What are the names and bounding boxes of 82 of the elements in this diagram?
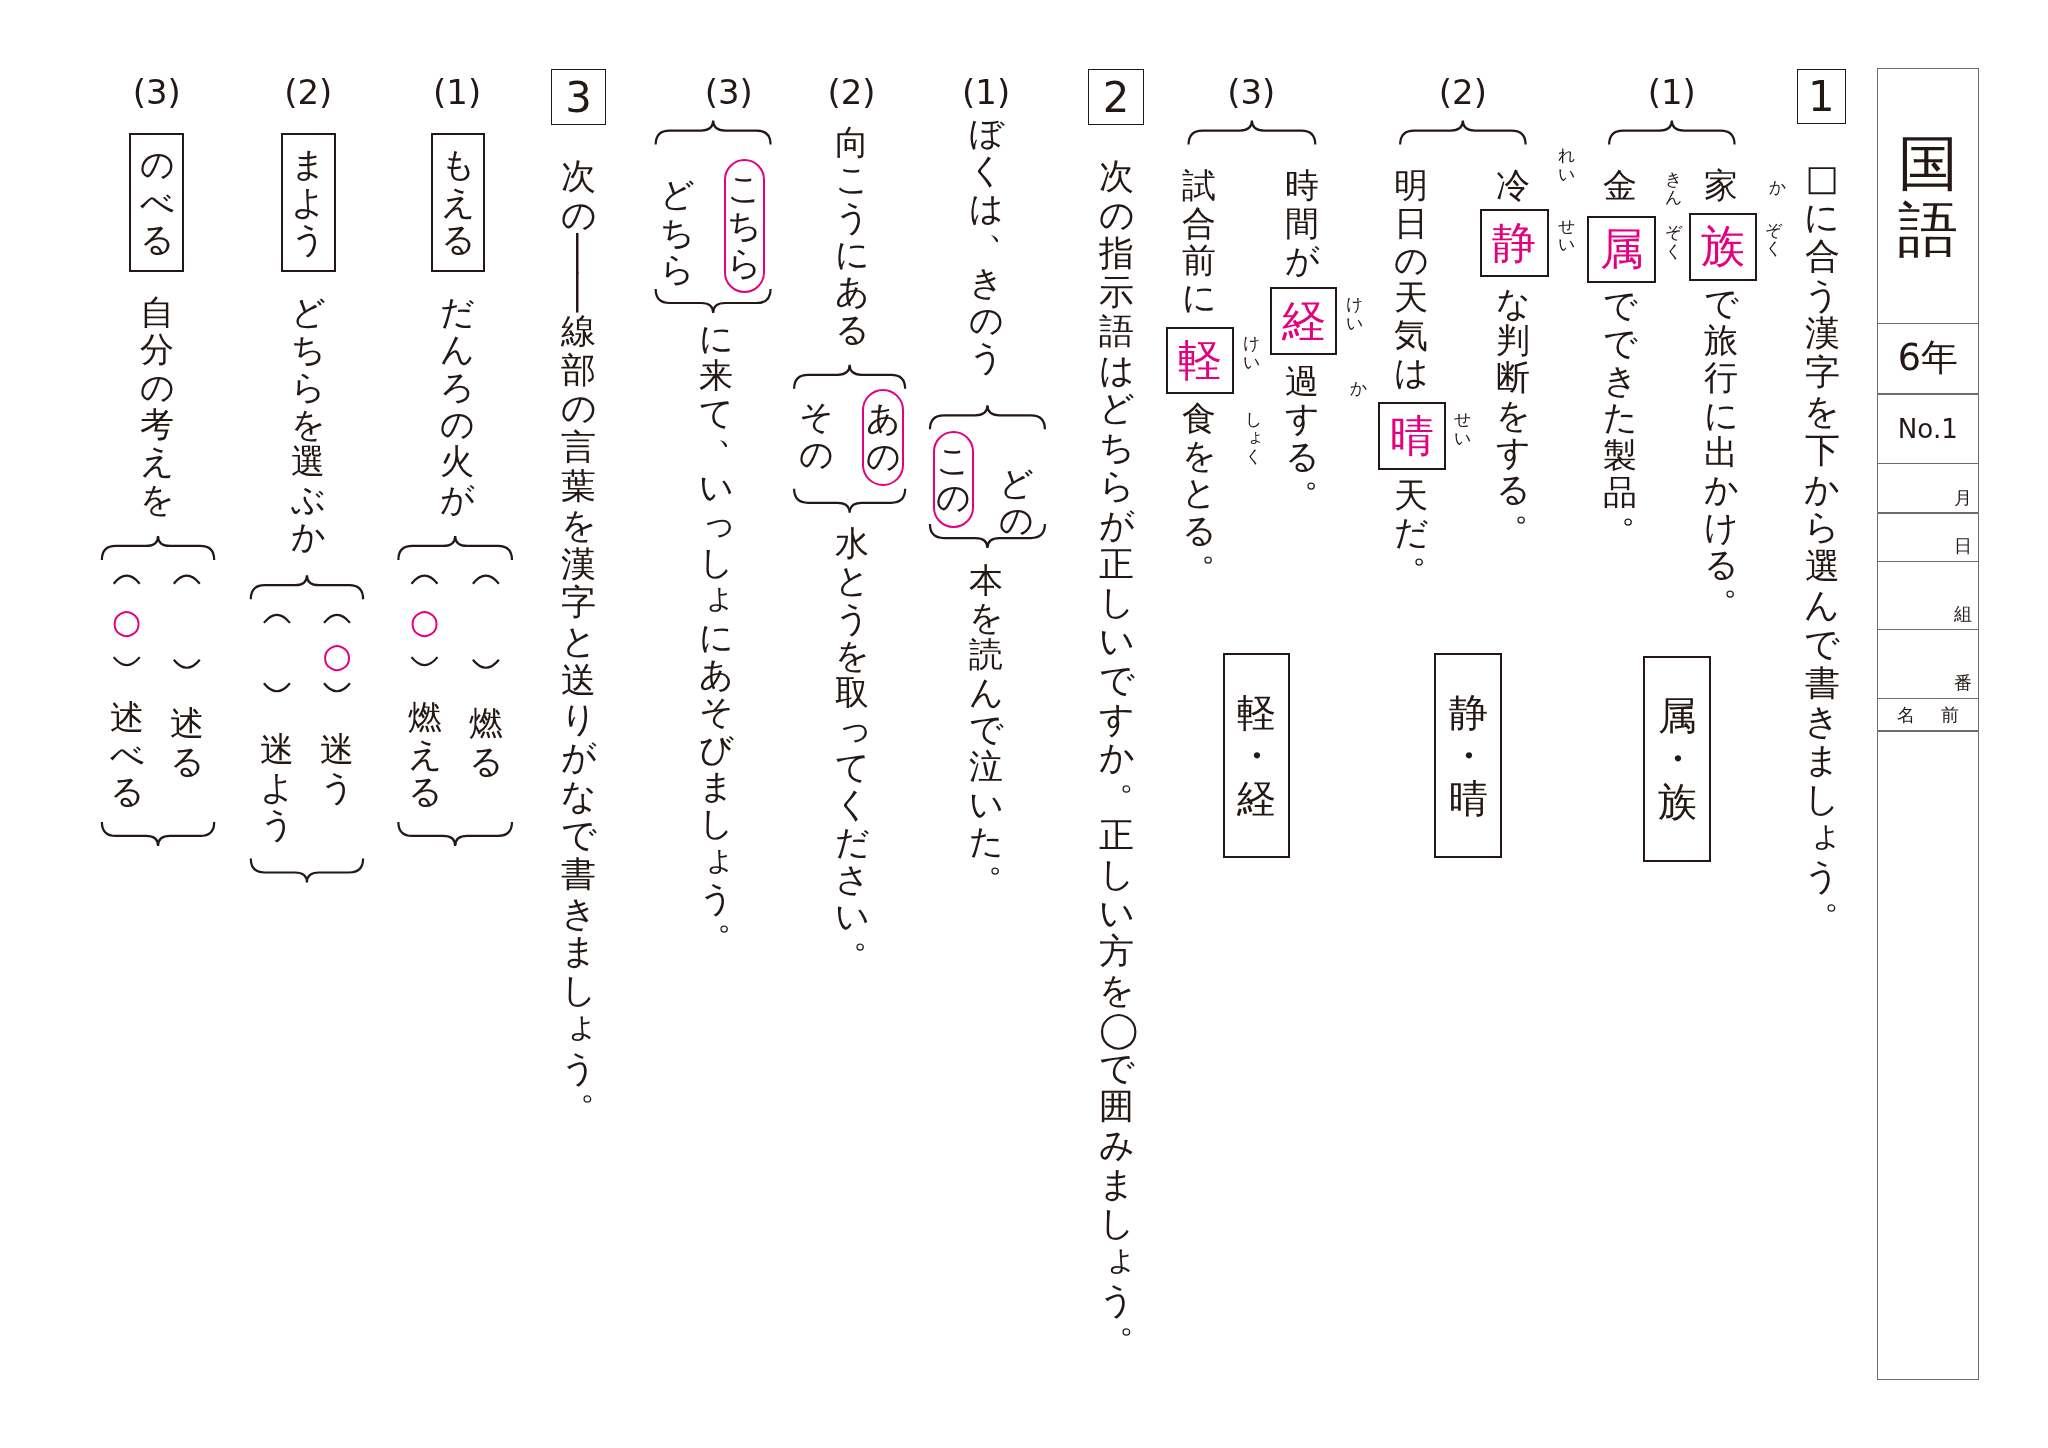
- name-field: [1876, 730, 1979, 1380]
- circled-answer: こちら: [723, 159, 766, 293]
- sentence-text: 食をとる。: [1182, 399, 1216, 571]
- answer-option: 迷よう: [259, 731, 294, 844]
- kanji-answer-box: 族: [1688, 212, 1757, 281]
- question-number: (1): [962, 71, 1011, 112]
- answer-option: 燃る: [468, 705, 503, 780]
- instruction-text: 次の指示語はどちらが正しいですか。正しい方を◯で囲みましょう。: [1099, 156, 1135, 1342]
- question-number: (1): [1647, 71, 1696, 112]
- sentence-text: 冷: [1495, 167, 1530, 205]
- sentence-text: 明日の天気は: [1393, 167, 1428, 392]
- sentence-text: 水とうを取ってください。: [834, 525, 869, 958]
- answer-option: 述る: [169, 705, 204, 780]
- reading-box: のべる: [129, 133, 185, 272]
- header-cell: No.1: [1876, 393, 1979, 464]
- sentence-text: 天だ。: [1393, 476, 1428, 573]
- section-number-box: 2: [1088, 69, 1145, 126]
- kanji-answer-box: 静: [1479, 208, 1550, 277]
- sentence-text: どちらを選ぶか: [291, 293, 326, 556]
- sentence-text: だんろの火が: [440, 293, 475, 518]
- furigana: しょく: [1245, 410, 1263, 467]
- header-cell: 番: [1876, 628, 1979, 700]
- sentence-text: 向こうにある: [834, 124, 869, 349]
- sentence-text: 試合前に: [1182, 167, 1216, 317]
- sentence-text: 金: [1602, 167, 1637, 205]
- reading-box: まよう: [280, 133, 336, 272]
- question-number: (3): [132, 71, 181, 112]
- header-cell: 国語: [1876, 68, 1979, 325]
- furigana: せい: [1454, 410, 1472, 448]
- header-cell: 月: [1876, 462, 1979, 514]
- furigana: か: [1769, 177, 1787, 197]
- sentence-text: に来て、いっしょにあそびましょう。: [698, 320, 733, 939]
- furigana: きん: [1664, 169, 1682, 208]
- kanji-answer-box: 軽: [1166, 326, 1235, 395]
- question-number: (3): [1227, 71, 1276, 112]
- furigana: せい: [1557, 216, 1575, 255]
- sentence-text: ぼくは、きのう: [969, 114, 1004, 377]
- answer-option: 迷う: [320, 731, 354, 807]
- sentence-text: 時間が: [1285, 167, 1320, 280]
- answer-mark: ○: [321, 637, 353, 675]
- circled-answer: この: [932, 431, 975, 528]
- sentence-text: な判断をする。: [1495, 284, 1530, 531]
- kanji-answer-box: 晴: [1377, 402, 1446, 471]
- furigana: けい: [1242, 334, 1260, 372]
- answer-option: どちら: [659, 176, 694, 289]
- sentence-text: 自分の考えを: [139, 293, 174, 518]
- sentence-text: 過する。: [1285, 363, 1320, 497]
- kanji-answer-box: 経: [1269, 287, 1338, 356]
- furigana: か: [1349, 378, 1367, 398]
- circled-answer: あの: [862, 389, 904, 486]
- instruction-text: 次の――線部の言葉を漢字と送りがなで書きましょう。: [560, 156, 597, 1110]
- header-cell: 名前: [1876, 697, 1979, 732]
- section-number-box: 1: [1797, 69, 1846, 125]
- kanji-answer-box: 属: [1586, 215, 1657, 284]
- answer-option: どの: [999, 464, 1034, 540]
- kanji-choice-box: 属・族: [1643, 655, 1711, 863]
- furigana: れい: [1557, 146, 1575, 184]
- header-cell: 日: [1876, 512, 1979, 562]
- reading-box: もえる: [431, 133, 485, 272]
- answer-mark: ○: [110, 603, 143, 641]
- section-number-box: 3: [551, 69, 606, 126]
- header-cell: 6年: [1876, 322, 1979, 395]
- sentence-text: でできた製品。: [1602, 287, 1637, 533]
- kanji-choice-box: 軽・経: [1222, 653, 1291, 859]
- answer-option: その: [799, 398, 834, 474]
- question-number: (2): [284, 71, 333, 112]
- answer-mark: ○: [408, 603, 441, 641]
- answer-option: 燃える: [407, 698, 442, 811]
- header-cell: 組: [1876, 560, 1979, 630]
- kanji-choice-box: 静・晴: [1434, 653, 1502, 859]
- answer-option: 述べる: [109, 698, 144, 811]
- furigana: けい: [1345, 295, 1363, 333]
- furigana: ぞく: [1664, 223, 1682, 261]
- question-number: (3): [704, 71, 753, 112]
- sentence-text: で旅行に出かける。: [1704, 284, 1739, 605]
- sentence-text: 本を読んで泣いた。: [969, 561, 1004, 882]
- question-number: (2): [1438, 71, 1487, 112]
- question-number: (2): [827, 71, 876, 112]
- question-number: (1): [433, 71, 482, 112]
- sentence-text: 家: [1704, 167, 1739, 205]
- instruction-text: □に合う漢字を下から選んで書きましょう。: [1804, 159, 1840, 918]
- furigana: ぞく: [1765, 220, 1783, 259]
